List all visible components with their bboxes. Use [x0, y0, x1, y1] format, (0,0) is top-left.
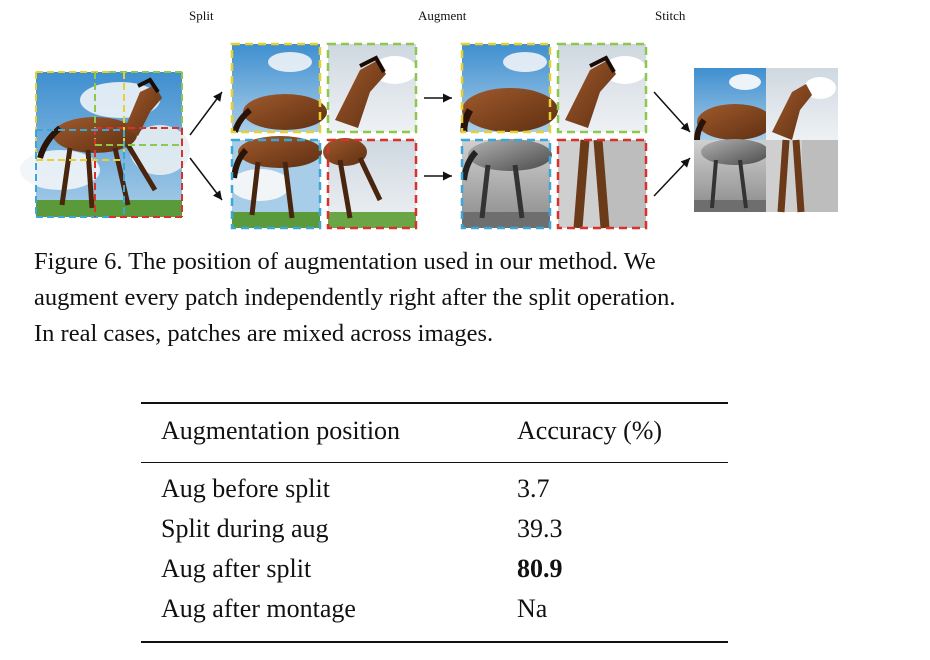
figure-diagram — [20, 42, 838, 230]
augmented-patch-bottom-left — [460, 138, 552, 230]
figure-6: Split Augment Stitch — [0, 0, 930, 235]
stitch-arrow-bottom — [653, 157, 691, 197]
augment-label: Augment — [418, 8, 467, 23]
table-row-position: Split during aug — [161, 514, 329, 543]
header-augmentation-position: Augmentation position — [161, 416, 401, 445]
figure-caption: Figure 6. The position of augmentation u… — [34, 244, 894, 352]
table-bottom-rule — [141, 641, 728, 643]
stitched-image — [694, 68, 838, 213]
augmented-patch-top-right — [556, 42, 648, 134]
split-arrow-up — [189, 91, 223, 136]
split-patch-bottom-left — [230, 136, 322, 230]
split-patch-top-left — [230, 42, 327, 134]
header-accuracy: Accuracy (%) — [517, 416, 663, 445]
caption-line: Figure 6. The position of augmentation u… — [34, 248, 656, 275]
augmented-patch-bottom-right — [556, 138, 648, 230]
table-row-accuracy: Na — [517, 594, 548, 623]
caption-line: augment every patch independently right … — [34, 284, 676, 311]
table-row-position: Aug after montage — [161, 594, 356, 623]
stitch-arrow-top — [653, 91, 691, 133]
split-patch-bottom-right — [323, 138, 418, 230]
split-arrow-down — [189, 157, 223, 201]
table-row-accuracy: 39.3 — [517, 514, 563, 543]
table-row-accuracy: 3.7 — [517, 474, 550, 503]
table-top-rule — [141, 402, 728, 404]
split-label: Split — [189, 8, 214, 23]
caption-line: In real cases, patches are mixed across … — [34, 320, 494, 347]
split-patch-top-right — [326, 42, 418, 134]
augmented-patch-top-left — [460, 42, 558, 134]
table-header-rule — [141, 462, 728, 463]
stitch-label: Stitch — [655, 8, 686, 23]
table-row-position: Aug before split — [161, 474, 330, 503]
original-image — [20, 71, 190, 218]
table-row-position: Aug after split — [161, 554, 312, 583]
table-row-accuracy-best: 80.9 — [517, 554, 563, 583]
